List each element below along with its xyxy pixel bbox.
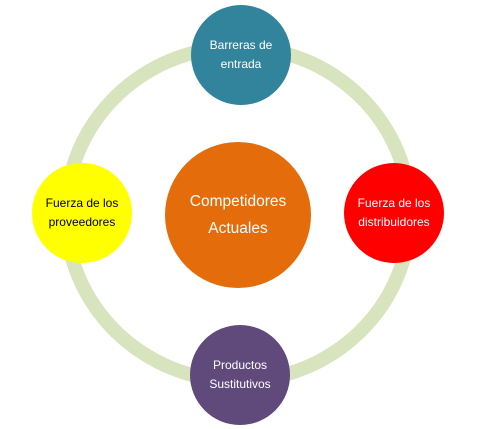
center-node-label: Competidores Actuales — [189, 193, 287, 237]
node-barreras-de-entrada-label: Barreras de entrada — [209, 38, 273, 71]
node-fuerza-de-los-distribuidores-label: Fuerza de los distribuidores — [357, 196, 431, 229]
center-node-competidores-actuales: Competidores Actuales — [165, 142, 311, 288]
node-fuerza-de-los-proveedores-label: Fuerza de los proveedores — [45, 196, 119, 229]
node-barreras-de-entrada: Barreras de entrada — [191, 5, 291, 105]
node-productos-sustitutivos-label: Productos Sustitutivos — [209, 358, 271, 391]
node-productos-sustitutivos: Productos Sustitutivos — [190, 325, 290, 425]
node-fuerza-de-los-proveedores: Fuerza de los proveedores — [32, 163, 132, 263]
node-fuerza-de-los-distribuidores: Fuerza de los distribuidores — [344, 163, 444, 263]
